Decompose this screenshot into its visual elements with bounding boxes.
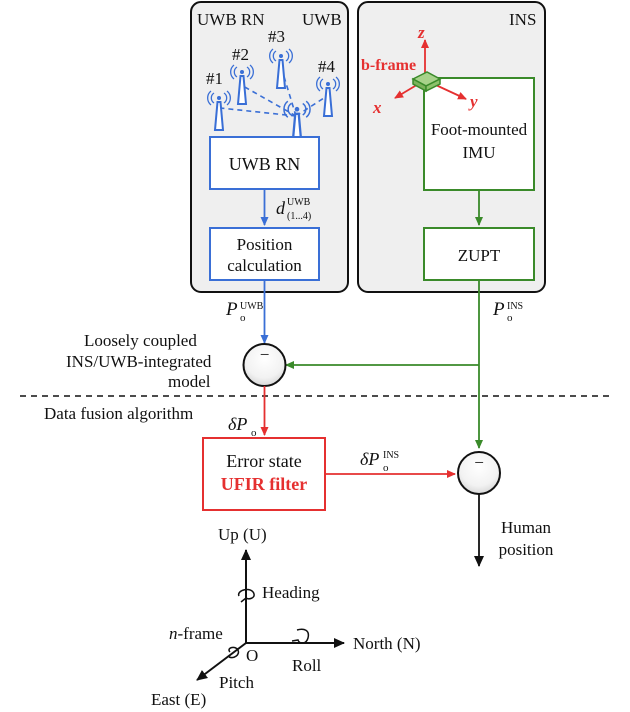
roll-label: Roll: [292, 656, 322, 675]
distance-label: d UWB (1...4): [276, 197, 311, 222]
ufir-filter-line2: UFIR filter: [221, 474, 307, 494]
anchor-3-label: #3: [268, 27, 285, 46]
ins-panel: INS Foot-mounted IMU b-frame z x y ZUPT: [357, 1, 546, 293]
east-axis-label: East (E): [151, 690, 206, 709]
delta-p-ins-label: δP o INS: [360, 449, 399, 474]
p-ins-label: P o INS: [492, 299, 523, 324]
ins-panel-title: INS: [509, 10, 536, 29]
svg-text:INS: INS: [383, 450, 399, 461]
n-frame-label: n-frame: [169, 624, 223, 643]
axis-x-label: x: [372, 98, 382, 117]
loosely-coupled-line1: Loosely coupled: [84, 331, 197, 350]
svg-text:−: −: [474, 453, 484, 472]
heading-rotation-icon: [237, 588, 255, 603]
svg-text:o: o: [383, 462, 389, 474]
svg-text:o: o: [507, 312, 513, 324]
zupt-label: ZUPT: [458, 246, 501, 265]
heading-label: Heading: [262, 583, 320, 602]
second-summing-junction: −: [457, 451, 501, 495]
ufir-filter-line1: Error state: [226, 451, 301, 471]
svg-text:INS: INS: [507, 301, 523, 312]
delta-p-label: δP o: [228, 414, 257, 439]
north-axis-label: North (N): [353, 634, 421, 653]
svg-text:δP: δP: [360, 449, 379, 469]
anchor-1-label: #1: [206, 69, 223, 88]
ufir-filter-box: [202, 437, 326, 511]
svg-text:δP: δP: [228, 414, 247, 434]
loosely-coupled-line2: INS/UWB-integrated: [66, 352, 212, 371]
origin-label: O: [246, 646, 258, 665]
loosely-coupled-line3: model: [168, 372, 211, 391]
b-frame-label: b-frame: [361, 57, 416, 74]
uwb-panel-right-title: UWB: [302, 10, 342, 29]
imu-label-line2: IMU: [462, 143, 495, 162]
pitch-rotation-icon: [228, 646, 240, 659]
imu-label-line1: Foot-mounted: [431, 120, 528, 139]
svg-text:UWB: UWB: [287, 197, 311, 208]
axis-z-label: z: [417, 23, 425, 42]
roll-rotation-icon: [291, 628, 310, 644]
position-calculation-line1: Position: [237, 235, 293, 254]
first-summing-junction: −: [242, 343, 287, 387]
position-calculation-line2: calculation: [227, 256, 302, 275]
svg-text:UWB: UWB: [240, 301, 264, 312]
human-position-line1: Human: [501, 518, 552, 537]
anchor-4-label: #4: [318, 57, 336, 76]
fusion-label: Data fusion algorithm: [44, 404, 193, 423]
position-calculation-box: [209, 227, 320, 281]
anchor-2-label: #2: [232, 45, 249, 64]
svg-text:P: P: [225, 299, 238, 320]
svg-text:n-frame: n-frame: [169, 624, 223, 643]
pitch-label: Pitch: [219, 673, 254, 692]
uwb-rn-label: UWB RN: [229, 154, 301, 174]
svg-text:P: P: [492, 299, 505, 320]
p-uwb-label: P o UWB: [225, 299, 264, 324]
svg-text:d: d: [276, 198, 286, 218]
uwb-panel-left-title: UWB RN: [197, 10, 265, 29]
uwb-panel: UWB RN UWB #1 #2 #3 #4 UWB RN d UWB (1..…: [190, 1, 349, 293]
svg-text:(1...4): (1...4): [287, 211, 311, 222]
n-frame-axes: [196, 549, 345, 681]
up-axis-label: Up (U): [218, 525, 267, 544]
human-position-line2: position: [499, 540, 554, 559]
b-frame-axes: [394, 39, 467, 100]
axis-y-label: y: [468, 92, 478, 111]
svg-text:−: −: [260, 345, 270, 364]
svg-text:o: o: [240, 312, 246, 324]
svg-text:o: o: [251, 427, 257, 439]
imu-box: [423, 77, 535, 191]
